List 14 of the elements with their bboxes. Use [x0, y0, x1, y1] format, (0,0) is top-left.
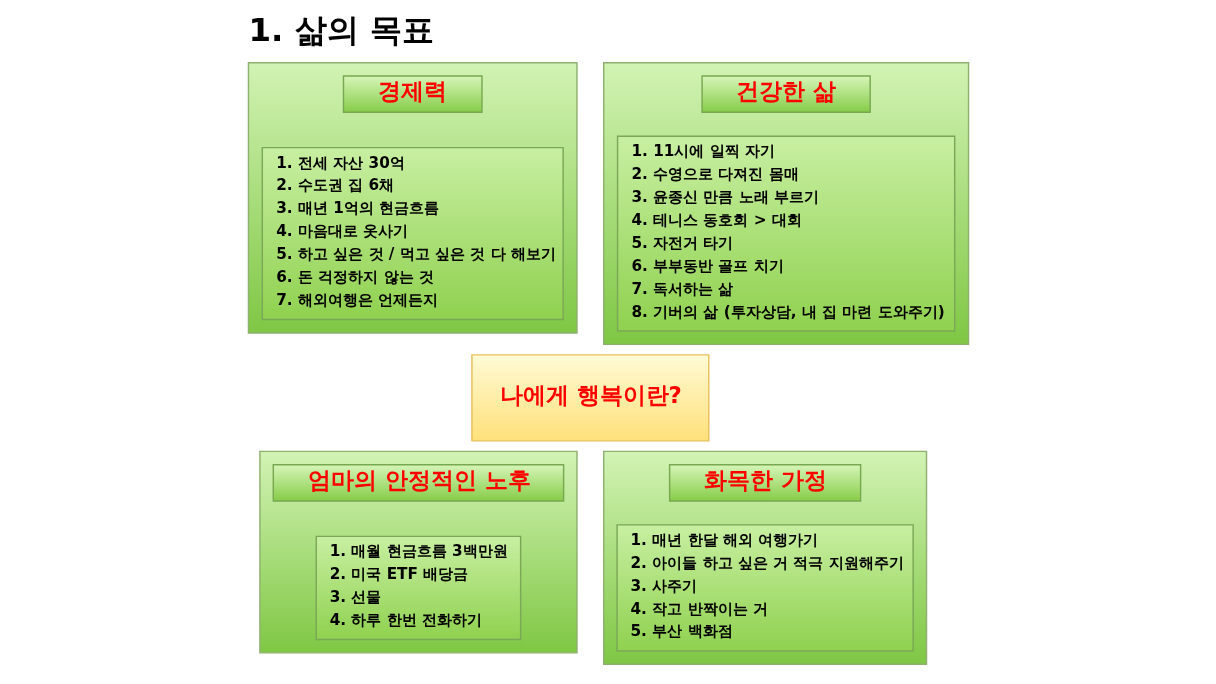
cluster [602, 61, 969, 346]
cluster [247, 61, 578, 334]
node-box: 1. 전세 자산 30억 2. 수도권 집 6채 3. 매년 1억의 현금흐름 4. 마음대로 옷사기 5. 하고 싶은 것 / 먹고 싶은 것 다 해보기 6. 돈 걱정하지 않는 것 7. 해외여행은 언제든지 [261, 146, 564, 321]
node-box: 1. 매월 현금흐름 3백만원 2. 미국 ETF 배당금 3. 선물 4. 하루 한번 전화하기 [315, 535, 521, 641]
node-box: 나에게 행복이란? [470, 354, 709, 442]
diagram-title: 1. 삶의 목표 [247, 10, 434, 49]
node-box: 건강한 삶 [700, 75, 871, 114]
cluster [258, 450, 578, 654]
node-box: 화목한 가정 [668, 464, 861, 502]
cluster [602, 450, 927, 666]
node-box: 1. 11시에 일찍 자기 2. 수영으로 다져진 몸매 3. 윤종신 만큼 노래 부르기 4. 테니스 동호회 > 대회 5. 자전거 타기 6. 부부동반 골프 치기 7. 독서하는 삶 8. 기버의 삶 (투자상담, 내 집 마련 도와주기) [616, 135, 955, 332]
node-box: 1. 매년 한달 해외 여행가기 2. 아이들 하고 싶은 거 적극 지원해주기 3. 사주기 4. 작고 반짝이는 거 5. 부산 백화점 [615, 524, 914, 652]
node-box: 엄마의 안정적인 노후 [272, 464, 564, 502]
node-box: 경제력 [342, 75, 483, 114]
